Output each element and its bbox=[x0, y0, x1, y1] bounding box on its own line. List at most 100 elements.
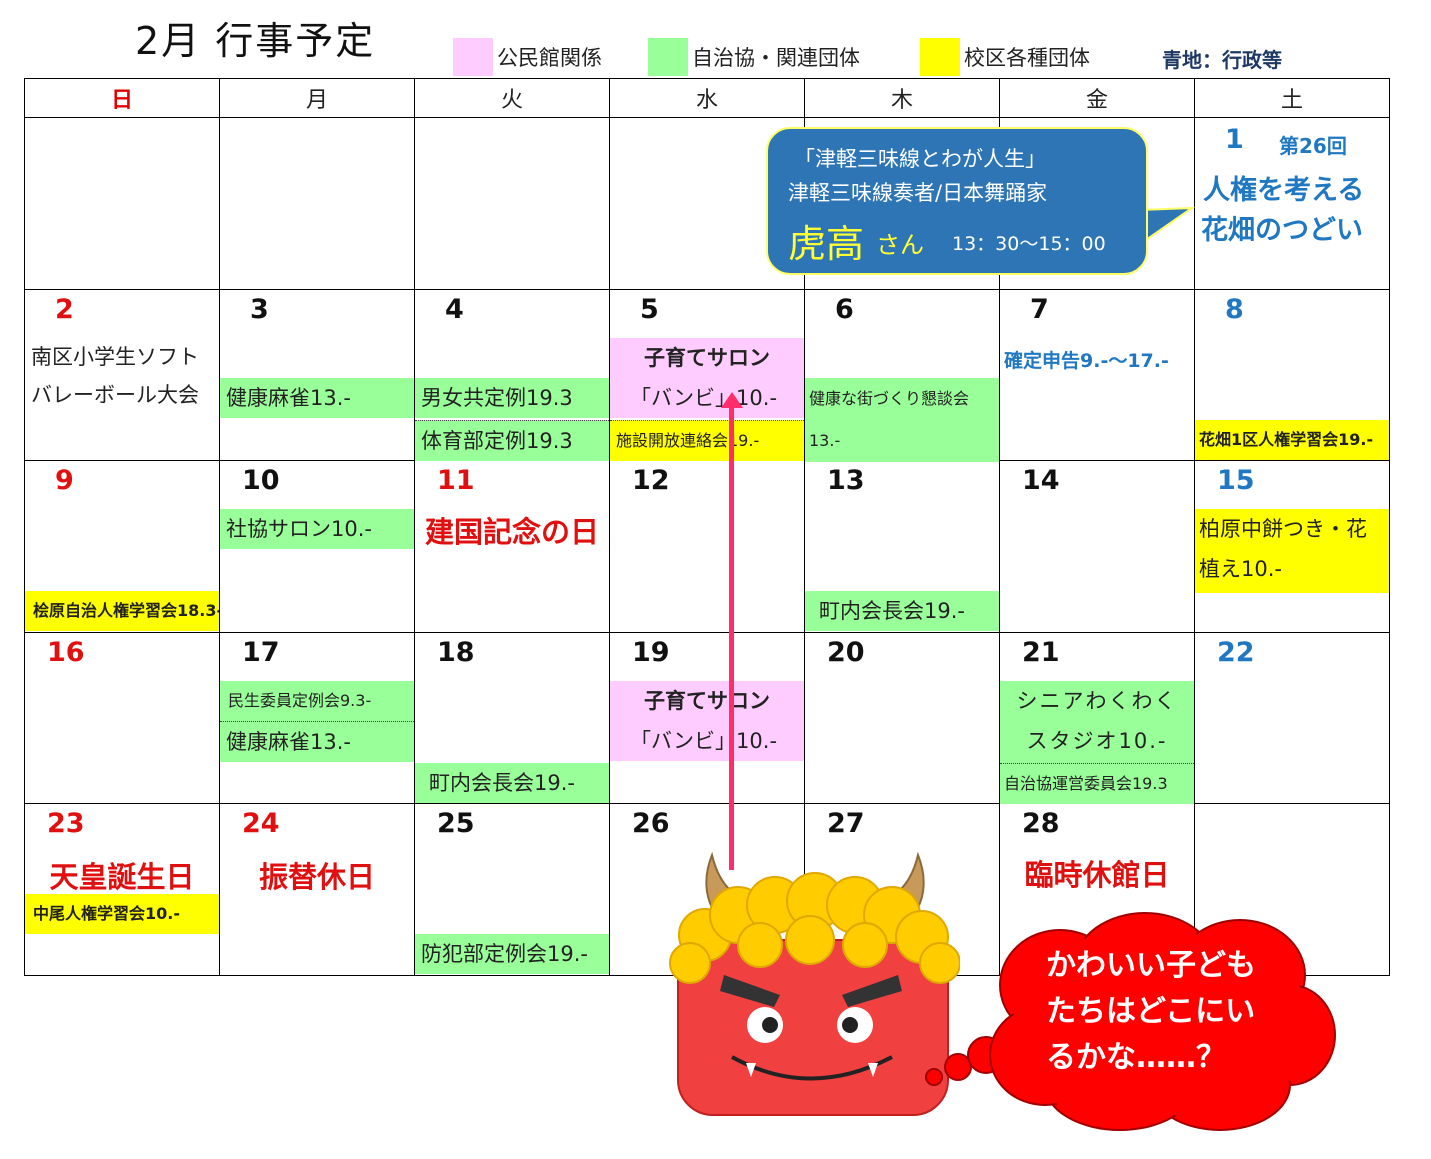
event-callout: 「津軽三味線とわが人生」 津軽三味線奏者/日本舞踊家 虎高 さん 13：30～1… bbox=[766, 127, 1148, 275]
day-cell-7: 7 確定申告9.-～17.- bbox=[999, 288, 1195, 462]
legend-swatch-green bbox=[648, 38, 688, 76]
event-item: 社協サロン10.- bbox=[220, 509, 414, 550]
day-number: 24 bbox=[242, 808, 280, 840]
weekday-mon: 月 bbox=[219, 77, 415, 119]
legend-kouku: 校区各種団体 bbox=[920, 38, 1090, 76]
day-number: 5 bbox=[640, 293, 659, 325]
event-item: 柏原中餅つき・花 植え10.- bbox=[1195, 509, 1389, 594]
day-number: 14 bbox=[1022, 465, 1060, 497]
callout-honorific: さん bbox=[876, 231, 924, 259]
day-cell-2: 2 南区小学生ソフト バレーボール大会 bbox=[24, 288, 220, 462]
day-number: 28 bbox=[1022, 808, 1060, 840]
day-cell-22: 22 bbox=[1194, 631, 1390, 805]
day-cell-21: 21 シニアわくわく スタジオ10.- 自治協運営委員会19.3 bbox=[999, 631, 1195, 805]
day-number: 6 bbox=[835, 293, 854, 325]
oni-demon-icon bbox=[669, 851, 960, 1116]
event-item: 男女共定例19.3 bbox=[415, 377, 609, 418]
day-cell-18: 18 町内会長会19.- bbox=[414, 631, 610, 805]
day-cell-17: 17 民生委員定例会9.3- 健康麻雀13.- bbox=[219, 631, 415, 805]
day-cell-13: 13 町内会長会19.- bbox=[804, 460, 1000, 633]
day-cell-19: 19 子育てサロン 「バンビ」10.- bbox=[609, 631, 805, 805]
legend-label: 校区各種団体 bbox=[964, 46, 1090, 70]
callout-title: 「津軽三味線とわが人生」 bbox=[794, 147, 1046, 171]
event-item: 桧原自治人権学習会18.3- bbox=[25, 591, 219, 632]
event-line: 柏原中餅つき・花 bbox=[1199, 517, 1367, 542]
callout-tail bbox=[1140, 206, 1196, 246]
legend-label: 自治協・関連団体 bbox=[692, 46, 860, 70]
day-number: 10 bbox=[242, 465, 280, 497]
weekday-fri: 金 bbox=[999, 77, 1195, 119]
holiday-label: 天皇誕生日 bbox=[49, 860, 195, 895]
day-cell-4: 4 男女共定例19.3 体育部定例19.3 bbox=[414, 288, 610, 462]
day-number: 12 bbox=[632, 465, 670, 497]
day-number: 11 bbox=[437, 465, 475, 497]
event-title: 花畑のつどい bbox=[1201, 215, 1363, 247]
weekday-tue: 火 bbox=[414, 77, 610, 119]
day-number: 1 bbox=[1225, 124, 1244, 156]
day-cell-24: 24 振替休日 bbox=[219, 803, 415, 976]
day-number: 16 bbox=[47, 636, 85, 668]
day-cell-14: 14 bbox=[999, 460, 1195, 633]
weekday-thu: 木 bbox=[804, 77, 1000, 119]
day-cell-empty bbox=[219, 117, 415, 290]
cloud-line: たちはどこにい bbox=[1046, 994, 1256, 1029]
event-item: 健康麻雀13.- bbox=[220, 720, 414, 762]
event-item: 健康麻雀13.- bbox=[220, 377, 414, 418]
day-number: 20 bbox=[827, 636, 865, 668]
week-row: 2 南区小学生ソフト バレーボール大会 3 健康麻雀13.- 4 男女共定例19… bbox=[24, 288, 1390, 462]
day-number: 13 bbox=[827, 465, 865, 497]
event-text: 確定申告9.-～17.- bbox=[1004, 349, 1169, 372]
event-item: 町内会長会19.- bbox=[805, 591, 999, 632]
pointer-arrow bbox=[729, 400, 734, 870]
calendar-grid: 日 月 火 水 木 金 土 1 第26回 人権を考える 花畑のつどい 2 南区小… bbox=[24, 77, 1390, 976]
event-item: 子育てサロン bbox=[610, 337, 804, 378]
legend-jichikyo: 自治協・関連団体 bbox=[648, 38, 860, 76]
day-number: 15 bbox=[1217, 465, 1255, 497]
thought-cloud-text: かわいい子ども たちはどこにい るかな……？ bbox=[1046, 943, 1256, 1081]
event-line: 13.- bbox=[809, 430, 841, 450]
holiday-label: 建国記念の日 bbox=[424, 515, 599, 550]
legend-kominkan: 公民館関係 bbox=[453, 38, 602, 76]
holiday-label: 臨時休館日 bbox=[1024, 858, 1170, 893]
day-cell-empty bbox=[24, 117, 220, 290]
weekday-header-row: 日 月 火 水 木 金 土 bbox=[24, 77, 1390, 119]
day-cell-25: 25 防犯部定例会19.- bbox=[414, 803, 610, 976]
event-item: 健康な街づくり懇談会 13.- bbox=[805, 377, 999, 462]
cloud-line: かわいい子ども bbox=[1046, 948, 1256, 983]
day-number: 19 bbox=[632, 636, 670, 668]
event-item: 民生委員定例会9.3- bbox=[220, 680, 414, 721]
day-cell-9: 9 桧原自治人権学習会18.3- bbox=[24, 460, 220, 633]
day-cell-8: 8 花畑1区人権学習会19.- bbox=[1194, 288, 1390, 462]
weekday-sat: 土 bbox=[1194, 77, 1390, 119]
day-cell-15: 15 柏原中餅つき・花 植え10.- bbox=[1194, 460, 1390, 633]
page-title: 2月 行事予定 bbox=[135, 19, 376, 63]
event-item: 中尾人権学習会10.- bbox=[25, 894, 219, 935]
event-item: 自治協運営委員会19.3 bbox=[1000, 762, 1194, 804]
event-item: 体育部定例19.3 bbox=[415, 419, 609, 461]
day-number: 25 bbox=[437, 808, 475, 840]
event-item: 「バンビ」10.- bbox=[610, 720, 804, 761]
event-text: 南区小学生ソフト bbox=[31, 344, 199, 369]
event-item: 町内会長会19.- bbox=[415, 762, 609, 803]
week-row: 9 桧原自治人権学習会18.3- 10 社協サロン10.- 11 建国記念の日 … bbox=[24, 460, 1390, 633]
callout-subtitle: 津軽三味線奏者/日本舞踊家 bbox=[788, 181, 1048, 205]
day-number: 3 bbox=[250, 293, 269, 325]
day-cell-12: 12 bbox=[609, 460, 805, 633]
event-title: 人権を考える bbox=[1203, 175, 1365, 207]
day-cell-10: 10 社協サロン10.- bbox=[219, 460, 415, 633]
day-number: 18 bbox=[437, 636, 475, 668]
day-number: 21 bbox=[1022, 636, 1060, 668]
event-item: 防犯部定例会19.- bbox=[415, 934, 609, 975]
day-number: 9 bbox=[55, 465, 74, 497]
day-cell-23: 23 天皇誕生日 中尾人権学習会10.- bbox=[24, 803, 220, 976]
event-text: バレーボール大会 bbox=[31, 382, 199, 407]
event-item: シニアわくわく スタジオ10.- bbox=[1000, 680, 1194, 765]
thought-cloud-icon bbox=[925, 912, 1336, 1131]
week-row: 16 17 民生委員定例会9.3- 健康麻雀13.- 18 町内会長会19.- … bbox=[24, 631, 1390, 805]
day-cell-16: 16 bbox=[24, 631, 220, 805]
event-line: シニアわくわく bbox=[1016, 688, 1178, 713]
event-subtitle: 第26回 bbox=[1279, 134, 1347, 159]
event-item: 子育てサロン bbox=[610, 680, 804, 721]
day-number: 17 bbox=[242, 636, 280, 668]
callout-performer-name: 虎高 bbox=[788, 222, 865, 266]
